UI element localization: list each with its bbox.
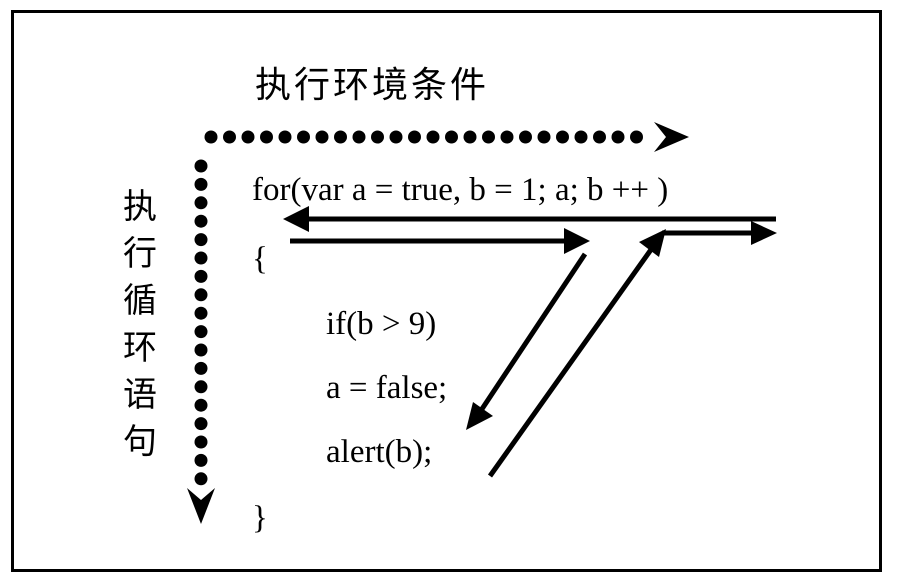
dot (194, 177, 208, 191)
dot (611, 130, 625, 144)
close-brace: } (252, 500, 268, 536)
dot (500, 130, 514, 144)
dot (194, 251, 208, 265)
dot (426, 130, 440, 144)
diagram-frame (11, 10, 882, 572)
dot (260, 130, 273, 144)
for-statement-line: for(var a = true, b = 1; a; b ++ ) (252, 172, 669, 208)
dot (574, 130, 588, 144)
loop-label-char: 执 (123, 187, 157, 227)
horizontal-dotted-arrow (204, 122, 689, 152)
dot (194, 269, 208, 283)
dot (352, 130, 366, 144)
dot (194, 233, 208, 247)
dot (408, 130, 421, 144)
loop-statement-label: 执 行 循 环 语 句 (120, 184, 160, 466)
dot (194, 453, 208, 467)
dot (194, 435, 208, 449)
dot (194, 472, 208, 486)
dot (194, 288, 208, 302)
loop-label-char: 句 (123, 422, 157, 462)
dot (445, 130, 458, 144)
dot (371, 130, 384, 144)
dot (556, 130, 569, 144)
alert-statement-line: alert(b); (326, 434, 433, 470)
dot (194, 196, 208, 210)
dot (223, 130, 236, 144)
loop-label-char: 行 (123, 234, 157, 274)
condition-arrow (283, 206, 776, 232)
execution-condition-label: 执行环境条件 (255, 65, 490, 106)
dot (194, 343, 208, 357)
vertical-arrow-head (187, 488, 215, 524)
vertical-dotted-arrow (187, 159, 215, 524)
dot (334, 130, 347, 144)
dot (194, 380, 208, 394)
dot (463, 130, 477, 144)
dot (194, 214, 208, 228)
dot (593, 130, 606, 144)
dot (194, 398, 208, 412)
dot (194, 159, 208, 173)
return-diagonal-arrow (487, 229, 666, 478)
open-brace: { (252, 241, 268, 277)
vertical-dotted-line (194, 159, 208, 486)
dot (194, 306, 208, 320)
dot (297, 130, 310, 144)
dot (315, 130, 329, 144)
dot (519, 130, 532, 144)
dot (194, 325, 208, 339)
loop-label-char: 环 (123, 328, 157, 368)
enter-body-arrow (290, 228, 590, 254)
if-statement-line: if(b > 9) (326, 306, 437, 342)
loop-label-char: 语 (123, 375, 157, 415)
loop-label-char: 循 (123, 281, 157, 321)
dot (482, 130, 495, 144)
horizontal-dotted-line (204, 130, 643, 144)
dot (389, 130, 403, 144)
dot (241, 130, 255, 144)
increment-arrow (662, 221, 777, 245)
dot (537, 130, 551, 144)
into-body-diagonal-arrow (466, 252, 588, 430)
dot (204, 130, 218, 144)
dot (194, 361, 208, 375)
dot (278, 130, 292, 144)
dot (194, 417, 208, 431)
assign-statement-line: a = false; (326, 370, 448, 406)
horizontal-arrow-head (654, 122, 689, 152)
dot (630, 130, 643, 144)
